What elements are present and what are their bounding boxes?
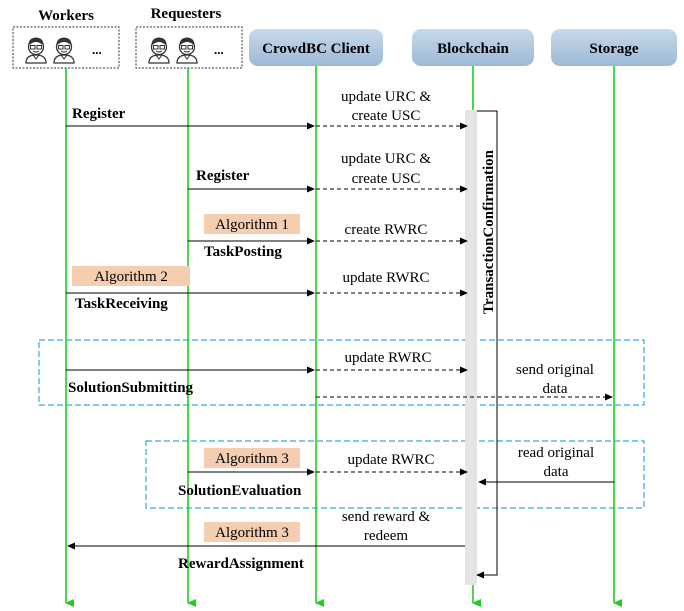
task-posting-label: TaskPosting bbox=[204, 244, 282, 260]
workers-ellipsis: ... bbox=[92, 42, 102, 57]
register-workers-label: Register bbox=[72, 106, 126, 122]
update-urc-2-line1: update URC & bbox=[341, 151, 431, 167]
requesters-actor: Requesters ... bbox=[135, 6, 243, 69]
algorithm-2-label: Algorithm 2 bbox=[94, 269, 168, 285]
read-original-line2: data bbox=[544, 464, 569, 480]
algorithm-2-box bbox=[72, 266, 190, 286]
algorithm-3b-label: Algorithm 3 bbox=[215, 525, 289, 541]
blockchain-actor: Blockchain bbox=[412, 29, 534, 66]
update-rwrc-1-label: update RWRC bbox=[342, 270, 429, 286]
algorithm-3b-box bbox=[204, 522, 300, 542]
solution-submitting-label: SolutionSubmitting bbox=[68, 380, 194, 396]
reward-assignment-label: RewardAssignment bbox=[178, 556, 304, 572]
update-urc-1-line1: update URC & bbox=[341, 89, 431, 105]
send-reward-line2: redeem bbox=[364, 528, 408, 544]
algorithm-1-label: Algorithm 1 bbox=[215, 217, 289, 233]
transaction-label: TransactionConfirmation bbox=[481, 149, 497, 314]
storage-actor: Storage bbox=[551, 29, 677, 66]
algorithm-1-box bbox=[204, 214, 300, 234]
transaction-bracket bbox=[476, 110, 498, 579]
register-requesters-label: Register bbox=[196, 168, 250, 184]
task-receiving-label: TaskReceiving bbox=[75, 296, 168, 312]
send-original-line2: data bbox=[543, 381, 568, 397]
solution-evaluation-group bbox=[145, 440, 645, 509]
send-reward-line1: send reward & bbox=[342, 509, 431, 525]
algorithm-3a-label: Algorithm 3 bbox=[215, 451, 289, 467]
update-urc-2-line2: create USC bbox=[352, 171, 421, 187]
create-rwrc-label: create RWRC bbox=[345, 222, 428, 238]
update-rwrc-2-label: update RWRC bbox=[344, 350, 431, 366]
algorithm-3a-box bbox=[204, 448, 300, 468]
workers-label: Workers bbox=[38, 8, 94, 24]
storage-label: Storage bbox=[589, 41, 638, 57]
storage-box bbox=[551, 29, 677, 66]
client-box bbox=[249, 29, 383, 66]
read-original-line1: read original bbox=[518, 445, 594, 461]
blockchain-label: Blockchain bbox=[437, 41, 509, 57]
send-original-line1: send original bbox=[516, 362, 594, 378]
requesters-ellipsis: ... bbox=[214, 42, 224, 57]
transaction-bar bbox=[465, 110, 477, 585]
client-label: CrowdBC Client bbox=[262, 41, 370, 57]
update-rwrc-3-label: update RWRC bbox=[347, 452, 434, 468]
solution-submitting-group bbox=[38, 339, 645, 406]
workers-actor: Workers ... bbox=[12, 8, 120, 69]
requesters-label: Requesters bbox=[151, 6, 222, 22]
blockchain-box bbox=[412, 29, 534, 66]
update-urc-1-line2: create USC bbox=[352, 108, 421, 124]
solution-evaluation-label: SolutionEvaluation bbox=[178, 483, 302, 499]
client-actor: CrowdBC Client bbox=[249, 29, 383, 66]
